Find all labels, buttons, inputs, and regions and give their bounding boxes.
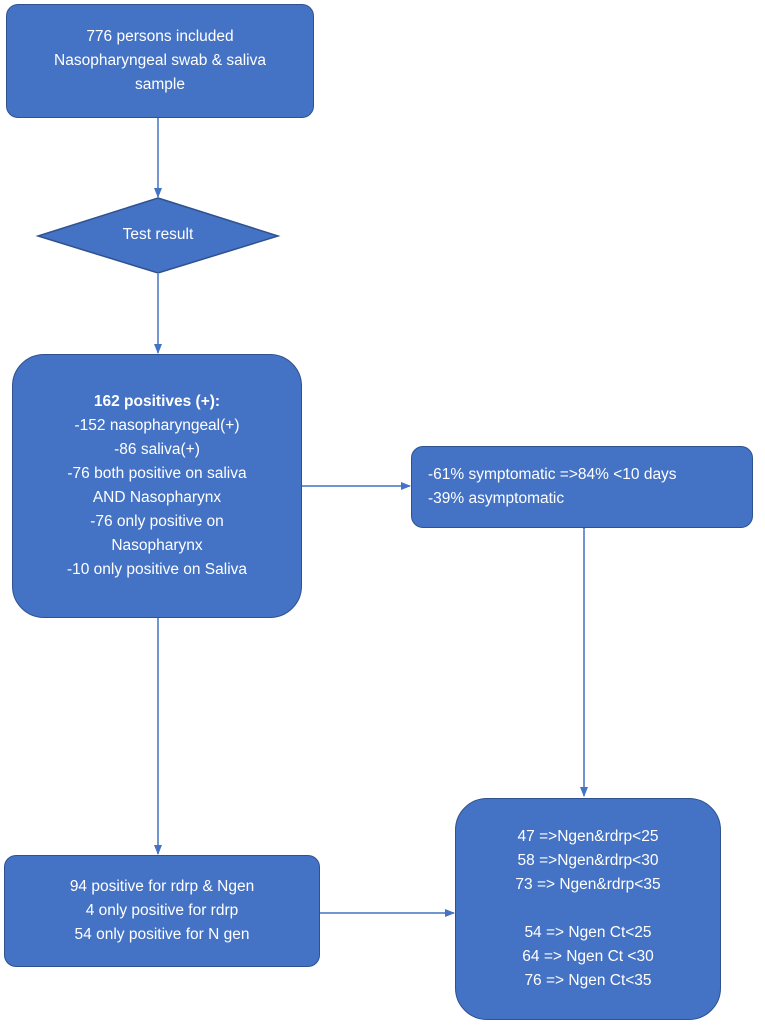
rdrp-line: 4 only positive for rdrp <box>85 902 239 919</box>
ct-line: 64 => Ngen Ct <30 <box>522 948 654 965</box>
start-box: 776 persons included Nasopharyngeal swab… <box>6 4 314 118</box>
positives-line: -10 only positive on Saliva <box>66 561 248 578</box>
symptoms-line: -61% symptomatic =>84% <10 days <box>428 466 677 483</box>
start-line: 776 persons included <box>86 28 234 45</box>
start-line: sample <box>135 76 185 93</box>
symptoms-line: -39% asymptomatic <box>428 490 565 507</box>
ct-line: 58 =>Ngen&rdrp<30 <box>517 852 659 869</box>
positives-title: 162 positives (+): <box>93 393 221 410</box>
positives-line: -86 saliva(+) <box>114 441 200 458</box>
ct-values-box: 47 =>Ngen&rdrp<25 58 =>Ngen&rdrp<30 73 =… <box>455 798 721 1020</box>
start-line: Nasopharyngeal swab & saliva <box>54 52 266 69</box>
decision-diamond <box>35 197 281 274</box>
ct-line: 54 => Ngen Ct<25 <box>524 924 652 941</box>
ct-line: 47 =>Ngen&rdrp<25 <box>517 828 659 845</box>
ct-line: 76 => Ngen Ct<35 <box>524 972 652 989</box>
ct-line: 73 => Ngen&rdrp<35 <box>515 876 661 893</box>
positives-line: Nasopharynx <box>111 537 203 554</box>
positives-line: -152 nasopharyngeal(+) <box>74 417 240 434</box>
positives-line: -76 only positive on <box>90 513 224 530</box>
rdrp-line: 94 positive for rdrp & Ngen <box>69 878 255 895</box>
positives-line: AND Nasopharynx <box>92 489 222 506</box>
positives-box: 162 positives (+): -152 nasopharyngeal(+… <box>12 354 302 618</box>
rdrp-line: 54 only positive for N gen <box>74 926 250 943</box>
positives-line: -76 both positive on saliva <box>67 465 247 482</box>
symptoms-box: -61% symptomatic =>84% <10 days -39% asy… <box>411 446 753 528</box>
rdrp-ngen-box: 94 positive for rdrp & Ngen 4 only posit… <box>4 855 320 967</box>
decision-label: Test result <box>122 226 194 243</box>
